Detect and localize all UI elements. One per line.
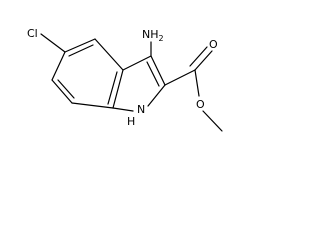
bond-c2-carbonyl (164, 69, 196, 86)
bond-c7-c7a (71, 102, 114, 109)
bond-carbonyl-o (194, 50, 213, 71)
bond-c3a-c3 (122, 55, 152, 71)
bond-c3-c2 (150, 55, 166, 86)
ring-nitrogen-hydrogen-label: H (127, 115, 135, 128)
bond-c3-c2-double (146, 61, 160, 87)
ester-oxygen-label: O (196, 98, 205, 111)
amino-label-subscript: 2 (159, 34, 164, 43)
chloro-label: Cl (27, 27, 38, 40)
bond-c4-c5 (64, 38, 96, 53)
bond-c5-c6 (51, 51, 66, 81)
bond-c5-cl (40, 33, 66, 53)
bond-carbonyl-ester-o (194, 69, 200, 97)
ring-nitrogen-label: N (137, 103, 145, 116)
bond-c7a-c3a-double (107, 71, 118, 105)
bond-carbonyl-o-double (189, 46, 208, 67)
amino-label-text: NH (142, 28, 159, 41)
bond-c2-n1 (147, 84, 166, 107)
bond-c6-c7-double (57, 79, 75, 99)
bond-c3a-c4 (94, 38, 124, 71)
bond-c6-c7 (51, 79, 73, 104)
molecule-diagram: NH2 Cl N H O O (27, 27, 223, 132)
bond-c7a-c3a (112, 69, 124, 109)
bond-n1-c7a (112, 107, 134, 112)
amino-label: NH2 (142, 28, 164, 43)
carbonyl-oxygen-label: O (209, 38, 218, 51)
bond-ester-o-methyl (202, 110, 223, 132)
bond-c4-c5-double (68, 44, 94, 57)
